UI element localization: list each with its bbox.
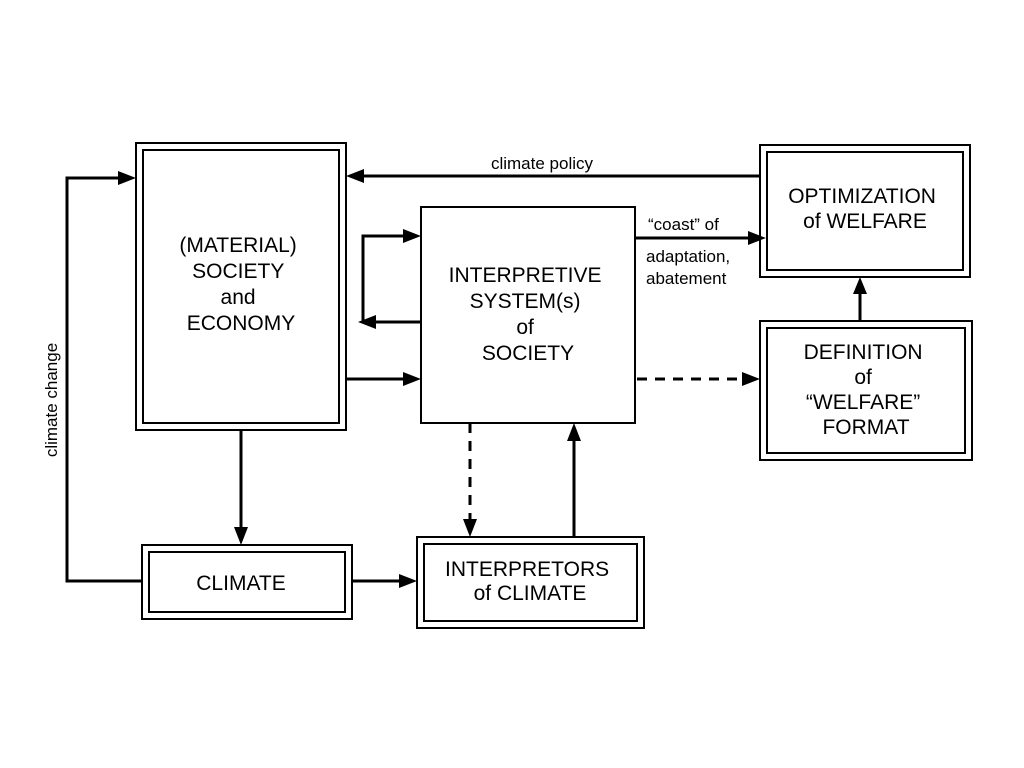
svg-text:OPTIMIZATION of WELFARE: OPTIMIZATION of WELFARE bbox=[788, 185, 942, 233]
material-society-box: (MATERIAL) SOCIETY and ECONOMY bbox=[135, 142, 347, 431]
material-society-line-3: and bbox=[221, 286, 256, 309]
material-society-line-4: ECONOMY bbox=[187, 312, 296, 335]
arrow-interpretive-to-interpretors bbox=[463, 423, 477, 537]
arrow-society-to-interpretive bbox=[346, 372, 421, 386]
optimization-box: OPTIMIZATION of WELFARE bbox=[759, 144, 971, 278]
definition-box: DEFINITION of “WELFARE” FORMAT bbox=[759, 320, 973, 461]
interpretive-system-line-3: of bbox=[516, 316, 534, 339]
interpretive-system-line-2: SYSTEM(s) bbox=[470, 290, 581, 313]
svg-text:CLIMATE: CLIMATE bbox=[196, 572, 285, 595]
arrow-climate-policy bbox=[346, 169, 760, 183]
arrow-interpretive-self-loop bbox=[358, 229, 421, 329]
arrow-definition-to-optimization bbox=[853, 277, 867, 321]
interpretors-line-1: INTERPRETORS bbox=[445, 558, 609, 581]
label-climate-policy: climate policy bbox=[491, 154, 594, 173]
optimization-line-1: OPTIMIZATION bbox=[788, 185, 936, 208]
definition-line-3: “WELFARE” bbox=[806, 391, 920, 414]
arrow-interpretive-to-definition bbox=[637, 372, 760, 386]
label-adaptation: adaptation, bbox=[646, 247, 730, 266]
material-society-line-1: (MATERIAL) bbox=[179, 234, 296, 257]
label-coast-of: “coast” of bbox=[648, 215, 719, 234]
svg-text:DEFINITION of “WEL: DEFINITION of “WELFARE” FORMAT bbox=[804, 341, 929, 439]
arrow-society-to-climate bbox=[234, 430, 248, 545]
arrow-climate-change bbox=[65, 171, 142, 583]
optimization-line-2: of WELFARE bbox=[803, 210, 927, 233]
arrow-climate-to-interpretors bbox=[352, 574, 417, 588]
interpretors-box: INTERPRETORS of CLIMATE bbox=[416, 536, 645, 629]
interpretive-system-box: INTERPRETIVE SYSTEM(s) of SOCIETY bbox=[420, 206, 636, 424]
climate-box: CLIMATE bbox=[141, 544, 353, 620]
interpretive-system-line-1: INTERPRETIVE bbox=[449, 264, 602, 287]
svg-text:INTERPRETORS of CLIMATE: INTERPRETORS of CLIMATE bbox=[445, 558, 615, 605]
label-abatement: abatement bbox=[646, 269, 727, 288]
definition-line-4: FORMAT bbox=[822, 416, 909, 439]
svg-text:INTERPRETIVE SYSTEM(s): INTERPRETIVE SYSTEM(s) of SOCIETY bbox=[449, 264, 608, 365]
climate-line-1: CLIMATE bbox=[196, 572, 285, 595]
definition-line-2: of bbox=[854, 366, 872, 389]
svg-text:(MATERIAL) SOCIETY: (MATERIAL) SOCIETY and ECONOMY bbox=[179, 234, 302, 335]
definition-line-1: DEFINITION bbox=[804, 341, 923, 364]
label-climate-change: climate change bbox=[42, 343, 61, 457]
interpretors-line-2: of CLIMATE bbox=[474, 582, 587, 605]
interpretive-system-line-4: SOCIETY bbox=[482, 342, 574, 365]
arrow-interpretors-to-interpretive bbox=[567, 423, 581, 537]
material-society-line-2: SOCIETY bbox=[192, 260, 284, 283]
arrow-interpretive-to-optimization bbox=[635, 231, 766, 245]
